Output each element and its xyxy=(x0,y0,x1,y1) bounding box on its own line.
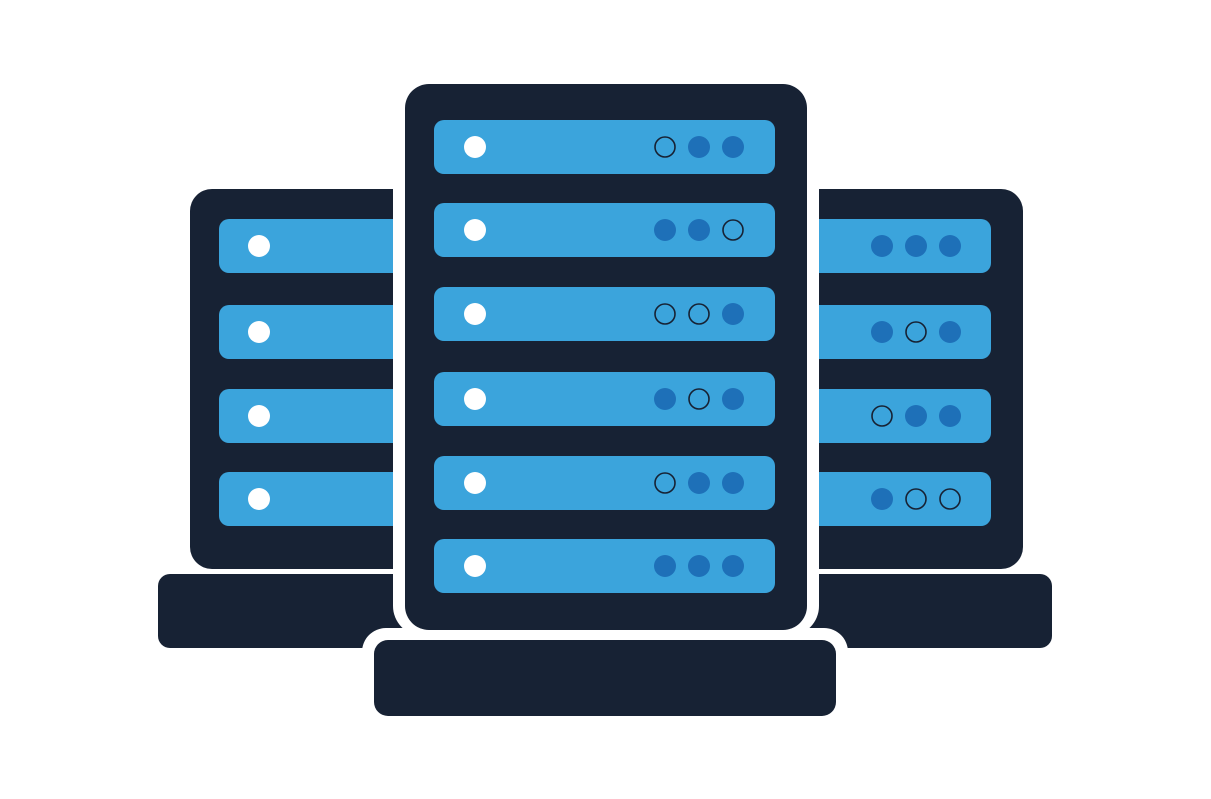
status-led-on xyxy=(722,472,744,494)
center-rack-unit xyxy=(434,120,775,174)
left-server-rack xyxy=(158,189,430,648)
status-led-on xyxy=(722,388,744,410)
left-rack-unit xyxy=(219,305,419,359)
center-rack-unit xyxy=(434,203,775,257)
status-led-off xyxy=(688,388,710,410)
status-led-on xyxy=(688,136,710,158)
status-led-on xyxy=(871,321,893,343)
center-server-rack xyxy=(362,76,848,726)
right-rack-unit xyxy=(790,389,991,443)
right-rack-base xyxy=(780,574,1052,648)
status-led-on xyxy=(939,321,961,343)
center-rack-unit xyxy=(434,456,775,510)
power-led xyxy=(464,136,486,158)
power-led xyxy=(248,235,270,257)
status-led-on xyxy=(654,219,676,241)
status-led-on xyxy=(939,235,961,257)
status-led-off xyxy=(905,488,927,510)
power-led xyxy=(464,472,486,494)
status-led-off xyxy=(688,303,710,325)
right-server-rack xyxy=(780,189,1052,648)
left-rack-unit xyxy=(219,472,419,526)
left-rack-base xyxy=(158,574,430,648)
power-led xyxy=(248,321,270,343)
status-led-on xyxy=(939,405,961,427)
center-rack-unit xyxy=(434,539,775,593)
center-rack-base xyxy=(374,640,836,716)
status-led-on xyxy=(722,555,744,577)
status-led-on xyxy=(905,405,927,427)
power-led xyxy=(464,303,486,325)
status-led-on xyxy=(654,555,676,577)
status-led-off xyxy=(722,219,744,241)
status-led-off xyxy=(654,303,676,325)
status-led-on xyxy=(722,136,744,158)
status-led-off xyxy=(871,405,893,427)
power-led xyxy=(464,219,486,241)
power-led xyxy=(464,555,486,577)
power-led xyxy=(248,488,270,510)
status-led-on xyxy=(871,235,893,257)
status-led-on xyxy=(688,555,710,577)
status-led-off xyxy=(905,321,927,343)
status-led-on xyxy=(722,303,744,325)
center-rack-unit xyxy=(434,287,775,341)
status-led-on xyxy=(871,488,893,510)
status-led-off xyxy=(939,488,961,510)
status-led-off xyxy=(654,472,676,494)
center-rack-unit xyxy=(434,372,775,426)
status-led-on xyxy=(688,219,710,241)
status-led-on xyxy=(654,388,676,410)
status-led-on xyxy=(688,472,710,494)
power-led xyxy=(464,388,486,410)
power-led xyxy=(248,405,270,427)
status-led-off xyxy=(654,136,676,158)
status-led-on xyxy=(905,235,927,257)
left-rack-unit xyxy=(219,389,419,443)
left-rack-unit xyxy=(219,219,419,273)
